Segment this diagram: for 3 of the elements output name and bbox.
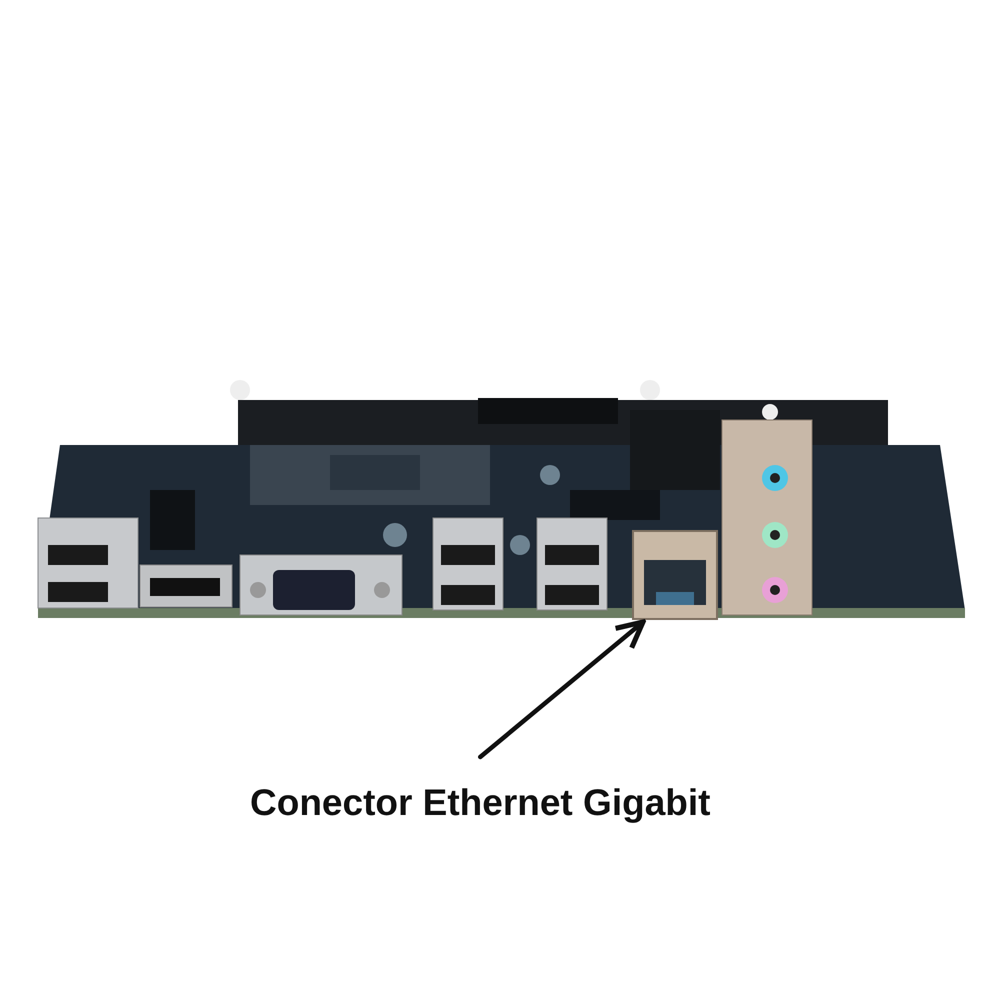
callout-label: Conector Ethernet Gigabit (250, 782, 710, 824)
leader-arrow (478, 619, 646, 760)
ethernet-port-drawing (632, 530, 718, 620)
